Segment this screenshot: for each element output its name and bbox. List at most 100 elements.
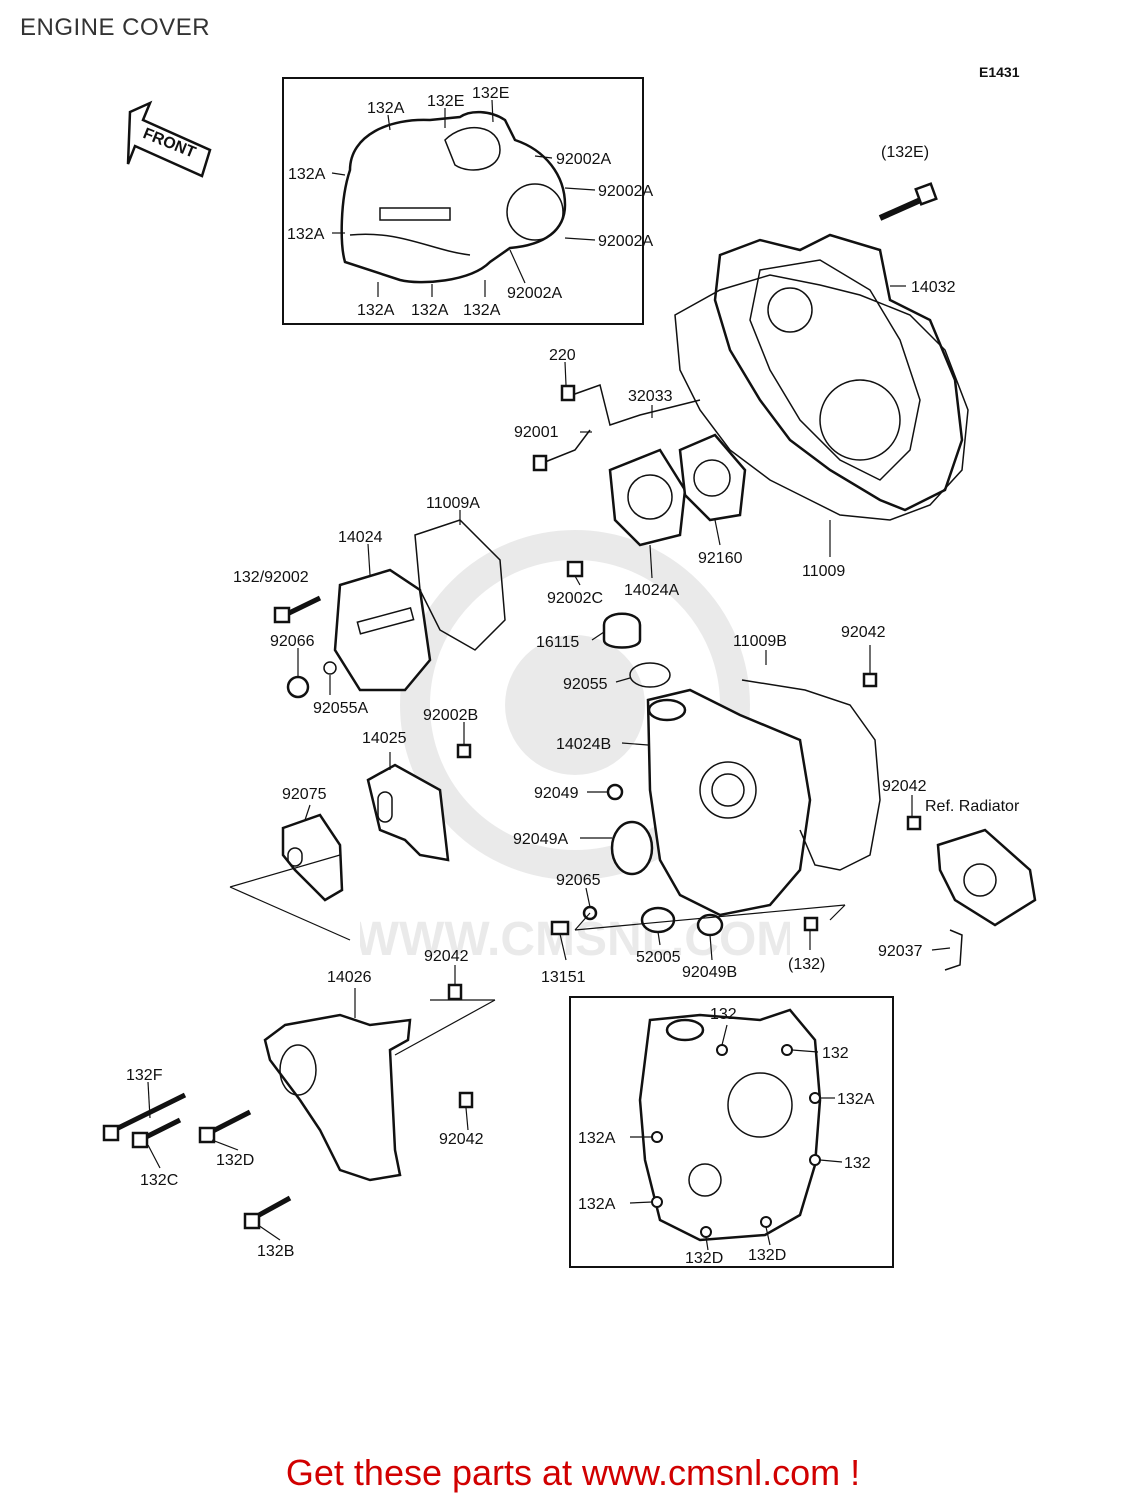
callout-label: 132 bbox=[822, 1045, 849, 1062]
callout-label: 11009 bbox=[802, 563, 845, 580]
inset-cover-14024B bbox=[569, 996, 894, 1268]
callout-label: 11009A bbox=[426, 495, 480, 512]
gasket-11009 bbox=[674, 274, 969, 521]
callout-label: 11009B bbox=[733, 633, 787, 650]
plug-92066 bbox=[286, 675, 310, 699]
callout-label: 132C bbox=[140, 1172, 178, 1189]
gasket-11009B bbox=[741, 679, 881, 871]
callout-label: 132D bbox=[216, 1152, 254, 1169]
dowel-92042-d bbox=[458, 1091, 474, 1109]
cover-14024B bbox=[646, 688, 812, 917]
callout-label: Ref. Radiator bbox=[925, 798, 1020, 815]
callout-label: 92002B bbox=[423, 707, 478, 724]
dowel-92042-b bbox=[906, 815, 922, 831]
dowel-92042-a bbox=[862, 672, 878, 688]
callout-label: 14032 bbox=[911, 279, 956, 296]
bolt-132-92002 bbox=[273, 595, 322, 624]
radiator-ref bbox=[936, 828, 1037, 927]
callout-label: 132B bbox=[257, 1243, 294, 1260]
callout-label: 92002A bbox=[556, 151, 611, 168]
callout-label: 132A bbox=[288, 166, 326, 183]
callout-label: 92075 bbox=[282, 786, 327, 803]
bracket-14025 bbox=[366, 763, 450, 862]
seal-52005 bbox=[640, 906, 676, 934]
oring-92055A bbox=[323, 661, 337, 675]
seal-92049A bbox=[610, 820, 654, 876]
bolt-132 bbox=[803, 916, 819, 932]
callout-label: (132E) bbox=[881, 144, 929, 161]
oring-92055 bbox=[629, 662, 671, 688]
callout-label: 132A bbox=[367, 100, 405, 117]
cover-14024 bbox=[333, 568, 432, 692]
callout-label: 92002A bbox=[507, 285, 562, 302]
bolt-132E bbox=[878, 182, 938, 221]
callout-label: 92049 bbox=[534, 785, 579, 802]
callout-label: 132A bbox=[578, 1196, 616, 1213]
pipe-32033 bbox=[532, 384, 701, 472]
footer-promo-link[interactable]: Get these parts at www.cmsnl.com ! bbox=[285, 1452, 861, 1493]
callout-label: 132 bbox=[844, 1155, 871, 1172]
gasket-11009A bbox=[414, 519, 506, 651]
callout-label: 132E bbox=[472, 85, 509, 102]
callout-label: 132/92002 bbox=[233, 569, 309, 586]
callout-label: 92002A bbox=[598, 233, 653, 250]
gasket-92160 bbox=[678, 433, 747, 522]
inset-clutch-cover bbox=[282, 77, 644, 325]
washer-92049 bbox=[606, 783, 624, 801]
callout-label: 14024A bbox=[624, 582, 679, 599]
callout-label: 92042 bbox=[439, 1131, 484, 1148]
cap-16115 bbox=[602, 612, 642, 649]
callout-label: 92002C bbox=[547, 590, 603, 607]
cover-92075 bbox=[281, 813, 344, 902]
callout-label: 92042 bbox=[882, 778, 927, 795]
page-title: ENGINE COVER bbox=[20, 14, 211, 41]
exploded-parts-diagram: FRONT bbox=[102, 77, 1037, 1268]
callout-label: 32033 bbox=[628, 388, 673, 405]
callout-label: 92002A bbox=[598, 183, 653, 200]
dowel-92042-c bbox=[447, 983, 463, 1001]
callout-label: 132A bbox=[578, 1130, 616, 1147]
callout-label: 132F bbox=[126, 1067, 163, 1084]
callout-label: 132 bbox=[710, 1006, 737, 1023]
callout-label: 92055 bbox=[563, 676, 608, 693]
callout-label: 14025 bbox=[362, 730, 407, 747]
callout-label: 16115 bbox=[536, 634, 579, 651]
callout-label: 92042 bbox=[841, 624, 886, 641]
callout-label: 14024 bbox=[338, 529, 383, 546]
front-arrow-icon: FRONT bbox=[126, 100, 212, 178]
callout-label: 14024B bbox=[556, 736, 611, 753]
callout-label: 92042 bbox=[424, 948, 469, 965]
callout-label: 92160 bbox=[698, 550, 743, 567]
callout-label: 132D bbox=[748, 1247, 786, 1264]
bolts-132F-132C-132D-132B bbox=[102, 1092, 292, 1230]
callout-label: 92001 bbox=[514, 424, 559, 441]
sensor-13151 bbox=[550, 920, 570, 936]
callout-label: 132E bbox=[427, 93, 464, 110]
callout-label: 92037 bbox=[878, 943, 923, 960]
alignment-lines bbox=[229, 854, 846, 1056]
cover-14026 bbox=[263, 1013, 412, 1182]
callout-label: 220 bbox=[549, 347, 576, 364]
callout-label: (132) bbox=[788, 956, 825, 973]
callout-label: 52005 bbox=[636, 949, 681, 966]
clip-92037 bbox=[944, 929, 963, 971]
leader-lines bbox=[147, 99, 951, 1251]
callout-label: 92055A bbox=[313, 700, 368, 717]
callout-label: 132A bbox=[837, 1091, 875, 1108]
bolt-92002B bbox=[456, 743, 472, 759]
callout-label: 132A bbox=[463, 302, 501, 319]
callout-label: 132A bbox=[411, 302, 449, 319]
cover-14024A bbox=[608, 448, 687, 547]
callout-label: 92066 bbox=[270, 633, 315, 650]
callout-label: 132A bbox=[357, 302, 395, 319]
callout-label: 14026 bbox=[327, 969, 372, 986]
callout-label: 132A bbox=[287, 226, 325, 243]
callout-label: 132D bbox=[685, 1250, 723, 1267]
callout-label: 13151 bbox=[541, 969, 586, 986]
callout-label: 92065 bbox=[556, 872, 601, 889]
callout-label: 92049B bbox=[682, 964, 737, 981]
bolt-92002C bbox=[566, 560, 584, 578]
callout-label: 92049A bbox=[513, 831, 568, 848]
cover-14032 bbox=[713, 233, 964, 512]
callout-labels: 132A 132E 132E 132A 132A 92002A 92002A 9… bbox=[126, 85, 1020, 1267]
